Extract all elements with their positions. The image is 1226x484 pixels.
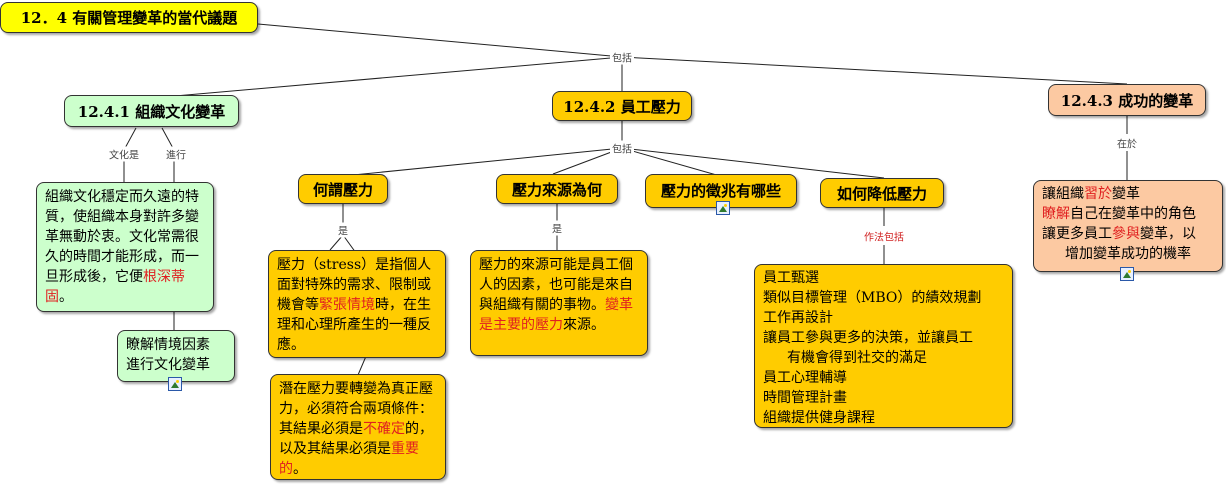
stress-symptoms-title: 壓力的徵兆有哪些 [660, 182, 781, 200]
success-line-4: 增加變革成功的機率 [1065, 246, 1191, 262]
link-label-includes: 包括 [610, 49, 634, 65]
stress-cond-part2: 的，以及其結果必須是 [279, 421, 433, 457]
reduce-item: 員工心理輔導 [763, 370, 847, 386]
stress-source-part1: 壓力的來源可能是員工個人的因素，也可能是來自與組織有關的事物。 [479, 257, 633, 313]
culture-desc-end: 。 [59, 289, 73, 305]
edge-hub-reduce [621, 147, 885, 179]
stress-source-node[interactable]: 壓力來源為何 [496, 174, 618, 204]
culture-action-line1: 瞭解情境因素 [126, 337, 210, 353]
stress-cond-highlight2: 重要的 [279, 441, 419, 477]
link-label-what-is: 是 [336, 222, 350, 238]
stress-title: 12.4.2 員工壓力 [563, 97, 681, 116]
what-is-stress-node[interactable]: 何謂壓力 [298, 174, 388, 204]
stress-condition-node[interactable]: 潛在壓力要轉變為真正壓力，必須符合兩項條件：其結果必須是不確定的，以及其結果必須… [270, 374, 446, 480]
stress-definition-node[interactable]: 壓力（stress）是指個人面對特殊的需求、限制或機會等緊張情境時，在生理和心理… [268, 250, 446, 358]
link-label-proceed: 進行 [164, 146, 188, 162]
reduce-item: 員工甄選 [763, 270, 819, 286]
culture-action-line2: 進行文化變革 [126, 357, 210, 373]
link-label-source-is: 是 [550, 220, 564, 236]
stress-source-highlight: 變革是主要的壓力 [479, 297, 633, 333]
stress-source-title: 壓力來源為何 [511, 180, 602, 199]
root-node[interactable]: 12．4 有關管理變革的當代議題 [0, 2, 258, 33]
reduce-item: 讓員工參與更多的決策，並讓員工 [763, 330, 973, 346]
image-icon[interactable] [168, 377, 182, 391]
edge-hub-what [342, 147, 623, 177]
culture-action-node[interactable]: 瞭解情境因素 進行文化變革 [117, 330, 235, 382]
stress-section-node[interactable]: 12.4.2 員工壓力 [552, 91, 692, 121]
stress-cond-part1: 潛在壓力要轉變為真正壓力，必須符合兩項條件：其結果必須是 [279, 381, 433, 437]
edge-is-def [329, 234, 344, 251]
culture-title: 12.4.1 組織文化變革 [77, 102, 226, 121]
edge-root-hub [257, 23, 623, 58]
image-icon[interactable] [1120, 267, 1134, 281]
reduce-item: 類似目標管理（MBO）的績效規劃 [763, 290, 982, 306]
reduce-item: 工作再設計 [763, 310, 833, 326]
link-label-methods: 作法包括 [862, 228, 906, 244]
link-label-culture-is: 文化是 [107, 146, 141, 162]
success-line-2: 瞭解自己在變革中的角色 [1042, 206, 1196, 222]
edge-hub-symptoms [621, 147, 721, 177]
what-is-stress-title: 何謂壓力 [312, 180, 373, 199]
reduce-stress-title: 如何降低壓力 [836, 184, 927, 203]
success-items-node[interactable]: 讓組織習於變革 瞭解自己在變革中的角色 讓更多員工參與變革，以 增加變革成功的機… [1033, 180, 1223, 272]
success-line-1: 讓組織習於變革 [1042, 186, 1140, 202]
link-label-stress-includes: 包括 [610, 140, 634, 156]
culture-description-node[interactable]: 組織文化穩定而久遠的特質，使組織本身對許多變革無動於衷。文化常需很久的時間才能形… [36, 182, 214, 312]
stress-def-part1: 壓力（stress）是指個人面對特殊的需求、限制或機會等 [277, 257, 432, 313]
stress-def-part2: 時，在生理和心理所產生的一種反應。 [277, 297, 431, 353]
edge-hub-culture [151, 56, 623, 99]
reduce-item: 組織提供健身課程 [763, 410, 875, 426]
stress-source-text-node[interactable]: 壓力的來源可能是員工個人的因素，也可能是來自與組織有關的事物。變革是主要的壓力來… [470, 250, 648, 356]
image-icon[interactable] [716, 201, 730, 215]
success-section-node[interactable]: 12.4.3 成功的變革 [1048, 84, 1206, 116]
culture-desc-highlight: 根深蒂固 [45, 269, 185, 305]
reduce-item: 有機會得到社交的滿足 [787, 350, 927, 366]
reduce-item: 時間管理計畫 [763, 390, 847, 406]
success-title: 12.4.3 成功的變革 [1060, 91, 1194, 110]
culture-section-node[interactable]: 12.4.1 組織文化變革 [64, 95, 239, 127]
root-title: 12．4 有關管理變革的當代議題 [20, 9, 238, 27]
stress-def-highlight: 緊張情境 [319, 297, 375, 313]
stress-cond-highlight1: 不確定 [363, 421, 405, 437]
reduce-methods-node[interactable]: 員工甄選 類似目標管理（MBO）的績效規劃 工作再設計 讓員工參與更多的決策，並… [754, 264, 1013, 428]
reduce-stress-node[interactable]: 如何降低壓力 [820, 178, 944, 208]
success-line-3: 讓更多員工參與變革，以 [1042, 226, 1196, 242]
stress-cond-end: 。 [293, 461, 307, 477]
link-label-lies-in: 在於 [1115, 135, 1139, 151]
edge-hub-success [621, 56, 1128, 85]
culture-desc-text: 組織文化穩定而久遠的特質，使組織本身對許多變革無動於衷。文化常需很久的時間才能形… [45, 189, 199, 285]
stress-source-part2: 來源。 [563, 317, 605, 333]
